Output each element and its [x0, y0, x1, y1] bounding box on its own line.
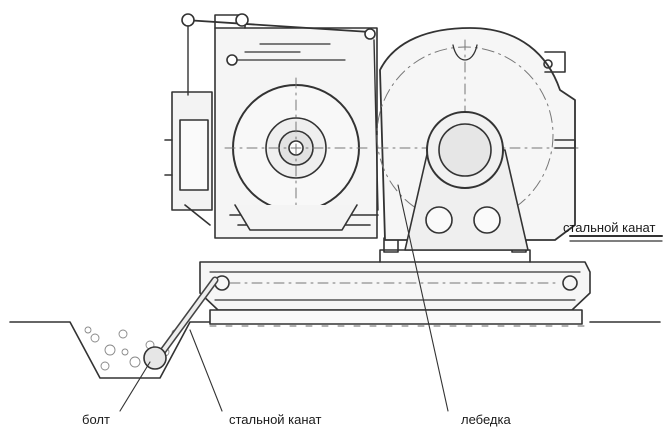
bolt-label: болт: [82, 412, 110, 427]
leader-winch: [397, 184, 449, 412]
anchor-rod: [143, 276, 219, 370]
control-box: [164, 91, 213, 226]
winch-label: лебедка: [461, 412, 511, 427]
steel-rope-label-bottom: стальной канат: [229, 412, 322, 427]
leader-lines: [119, 184, 449, 412]
steel-rope-right: [569, 235, 663, 242]
steel-rope-label-right: стальной канат: [563, 220, 656, 235]
leader-bolt: [119, 361, 151, 412]
leader-rope-bottom: [189, 329, 223, 412]
base-frame: [199, 237, 591, 325]
winch-support: [404, 111, 529, 251]
motor-drum: [224, 77, 369, 231]
ground: [9, 321, 661, 379]
